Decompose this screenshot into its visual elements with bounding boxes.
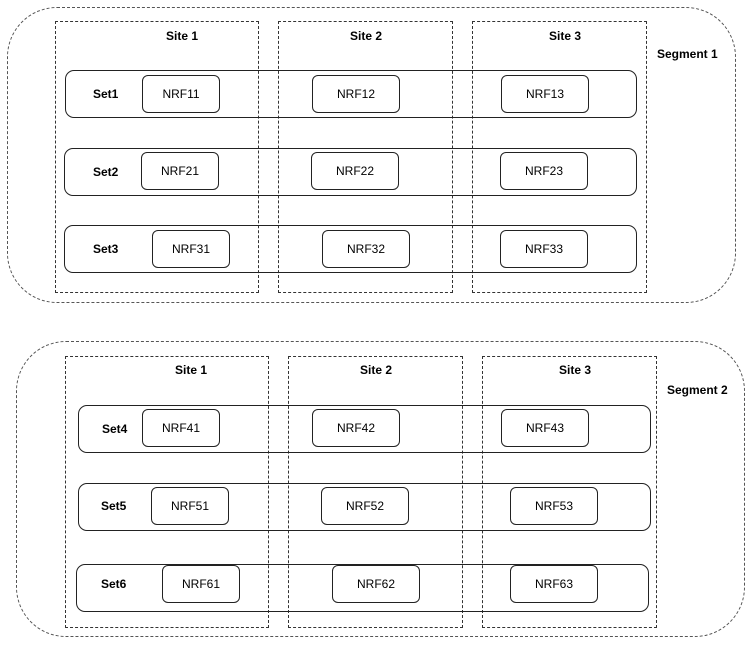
segment-1-site-1-label: Site 1 <box>165 29 198 43</box>
segment-1-boundary <box>7 7 736 303</box>
segment-1-site-2-label: Site 2 <box>349 29 382 43</box>
nrf-23: NRF23 <box>500 152 588 190</box>
nrf-42: NRF42 <box>312 409 400 447</box>
set-4-label: Set4 <box>102 422 128 436</box>
set-5 <box>78 483 651 531</box>
set-5-label: Set5 <box>101 499 127 513</box>
nrf-33: NRF33 <box>500 230 588 268</box>
set-2 <box>64 148 637 196</box>
set-2-label: Set2 <box>93 165 119 179</box>
set-6 <box>76 564 649 612</box>
segment-1-site-3 <box>472 21 647 293</box>
nrf-52: NRF52 <box>321 487 409 525</box>
segment-2-site-2-label: Site 2 <box>359 363 392 377</box>
set-1-label: Set1 <box>93 87 119 101</box>
segment-2-site-3-label: Site 3 <box>558 363 591 377</box>
segment-1-site-3-label: Site 3 <box>548 29 581 43</box>
set-1 <box>65 70 637 118</box>
segment-2-label: Segment 2 <box>667 383 728 397</box>
nrf-31: NRF31 <box>152 230 230 268</box>
nrf-51: NRF51 <box>151 487 229 525</box>
nrf-43: NRF43 <box>501 409 589 447</box>
segment-2-site-1 <box>65 356 269 628</box>
set-4 <box>78 405 651 453</box>
nrf-62: NRF62 <box>332 565 420 603</box>
segment-2-boundary <box>16 341 745 637</box>
nrf-41: NRF41 <box>142 409 220 447</box>
segment-1-site-1 <box>55 21 259 293</box>
nrf-11: NRF11 <box>142 75 220 113</box>
nrf-12: NRF12 <box>312 75 400 113</box>
nrf-63: NRF63 <box>510 565 598 603</box>
nrf-22: NRF22 <box>311 152 399 190</box>
segment-2-site-3 <box>482 356 657 628</box>
segment-2-site-2 <box>288 356 463 628</box>
set-3-label: Set3 <box>93 242 119 256</box>
nrf-21: NRF21 <box>141 152 219 190</box>
set-3 <box>64 225 637 273</box>
segment-1-site-2 <box>278 21 453 293</box>
set-6-label: Set6 <box>101 577 127 591</box>
nrf-53: NRF53 <box>510 487 598 525</box>
segment-1-label: Segment 1 <box>657 47 718 61</box>
nrf-13: NRF13 <box>501 75 589 113</box>
segment-2-site-1-label: Site 1 <box>174 363 207 377</box>
nrf-61: NRF61 <box>162 565 240 603</box>
nrf-32: NRF32 <box>322 230 410 268</box>
